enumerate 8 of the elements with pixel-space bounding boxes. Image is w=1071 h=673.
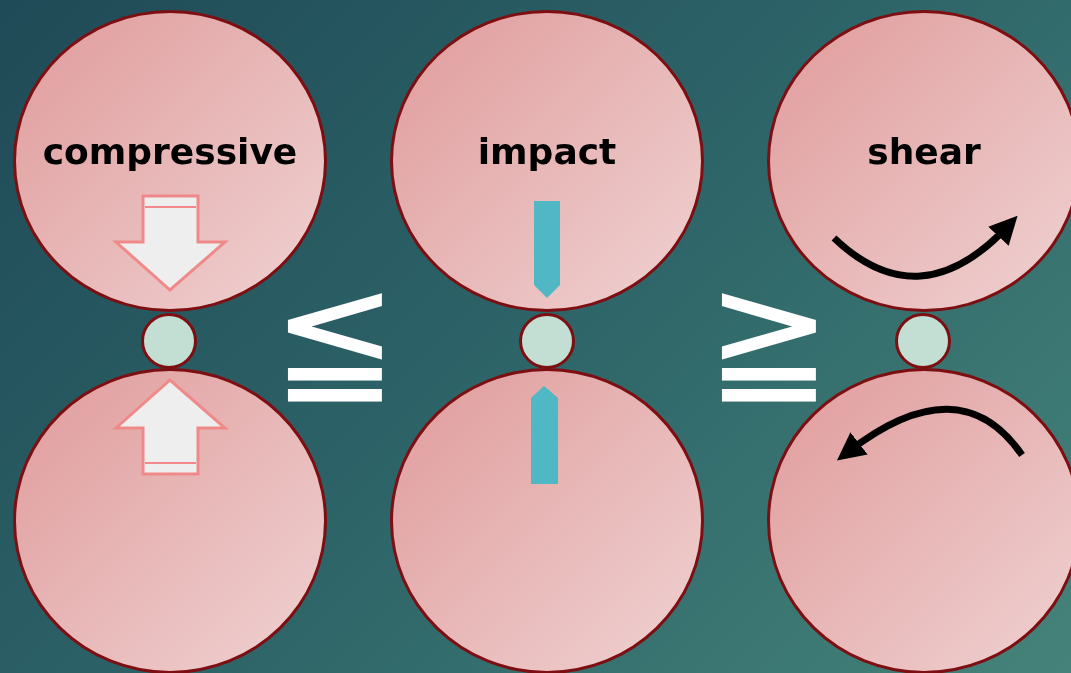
particle-circle bbox=[519, 313, 575, 369]
force-label: compressive bbox=[41, 131, 299, 172]
force-label: shear bbox=[866, 131, 982, 172]
force-label: impact bbox=[476, 131, 618, 172]
inequality-symbol: ≦ bbox=[272, 262, 398, 412]
inequality-symbol: ≧ bbox=[706, 262, 832, 412]
particle-circle bbox=[895, 313, 951, 369]
particle-circle bbox=[141, 313, 197, 369]
